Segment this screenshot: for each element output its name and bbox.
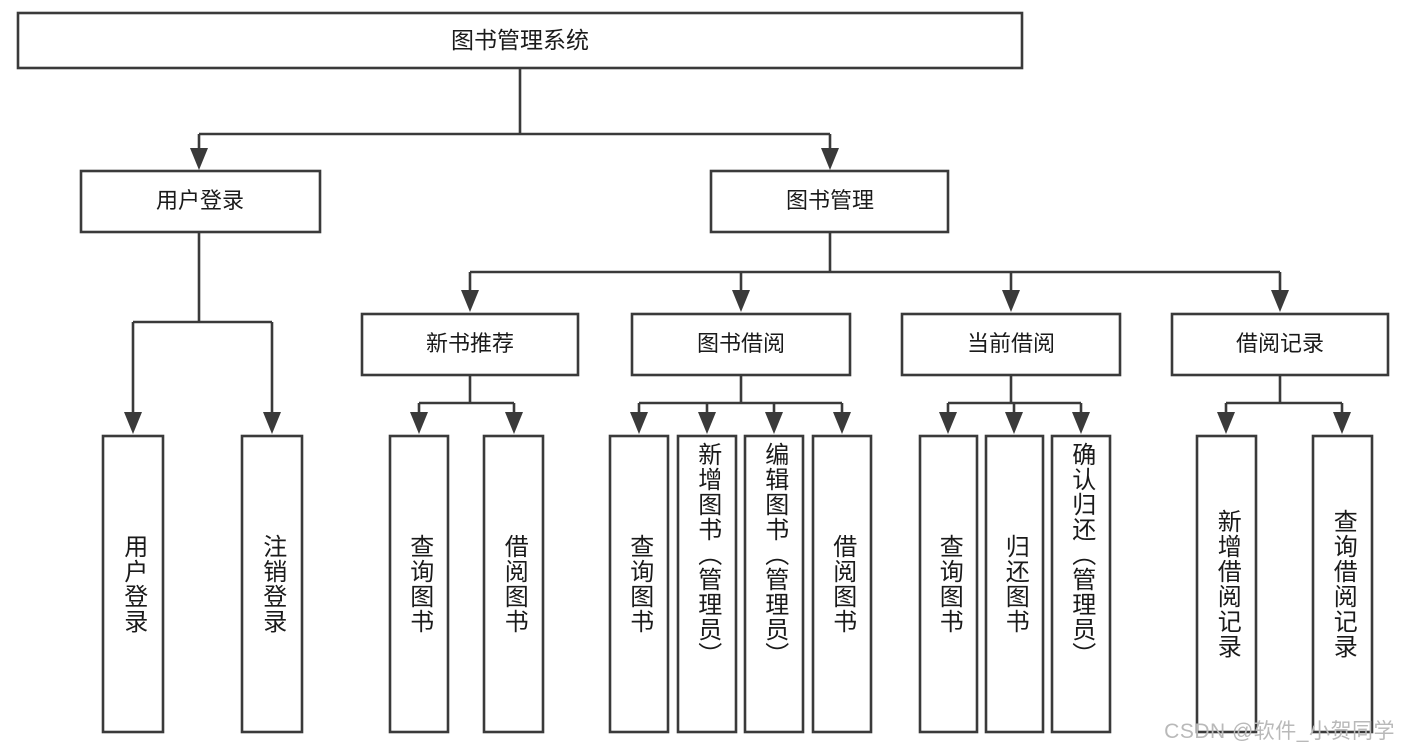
node-new-book-recommend-box[interactable] <box>360 312 580 377</box>
leaf-box-group <box>101 434 1374 734</box>
arrowhead-icon <box>461 290 479 312</box>
arrowhead-icon <box>190 148 208 170</box>
connector-group-new-book-recommend <box>410 375 523 434</box>
arrowhead-icon <box>1002 290 1020 312</box>
arrowhead-icon <box>1333 412 1351 434</box>
leaf-box-add-record[interactable] <box>1195 434 1258 734</box>
arrowhead-icon <box>939 412 957 434</box>
arrowhead-icon <box>698 412 716 434</box>
connector-group-book-management <box>461 232 1289 312</box>
connector-group-borrow-records <box>1217 375 1351 434</box>
arrowhead-icon <box>765 412 783 434</box>
node-new-book-recommend[interactable]: 新书推荐 <box>360 312 580 377</box>
node-current-borrow[interactable]: 当前借阅 <box>900 312 1122 377</box>
connector-group-root <box>190 68 839 170</box>
node-root[interactable]: 图书管理系统 <box>16 11 1024 70</box>
leaf-box-borrow-book-2[interactable] <box>811 434 873 734</box>
arrowhead-icon <box>410 412 428 434</box>
node-book-borrow-box[interactable] <box>630 312 852 377</box>
arrowhead-icon <box>1072 412 1090 434</box>
leaf-box-confirm-return[interactable] <box>1050 434 1112 734</box>
node-current-borrow-label: 当前借阅 <box>967 331 1055 356</box>
node-user-login-box[interactable] <box>79 169 322 234</box>
leaf-box-query-book-3[interactable] <box>918 434 979 734</box>
leaf-box-query-book-1[interactable] <box>388 434 450 734</box>
arrowhead-icon <box>732 290 750 312</box>
node-root-box[interactable] <box>16 11 1024 70</box>
node-book-borrow-label: 图书借阅 <box>697 331 785 356</box>
node-new-book-recommend-label: 新书推荐 <box>426 331 514 356</box>
arrowhead-icon <box>1005 412 1023 434</box>
arrowhead-icon <box>124 412 142 434</box>
watermark-text: CSDN @软件_小贺同学 <box>1164 720 1395 743</box>
arrowhead-icon <box>505 412 523 434</box>
arrowhead-icon <box>263 412 281 434</box>
leaf-box-borrow-book-1[interactable] <box>482 434 545 734</box>
node-book-borrow[interactable]: 图书借阅 <box>630 312 852 377</box>
leaf-box-edit-book[interactable] <box>743 434 805 734</box>
node-user-login[interactable]: 用户登录 <box>79 169 322 234</box>
connector-group-user-login <box>124 232 281 434</box>
connector-group-current-borrow <box>939 375 1090 434</box>
node-current-borrow-box[interactable] <box>900 312 1122 377</box>
leaf-box-add-book[interactable] <box>676 434 738 734</box>
node-borrow-records-box[interactable] <box>1170 312 1390 377</box>
arrowhead-icon <box>630 412 648 434</box>
arrowhead-icon <box>1271 290 1289 312</box>
node-borrow-records-label: 借阅记录 <box>1236 331 1324 356</box>
node-book-management-box[interactable] <box>709 169 950 234</box>
node-root-label: 图书管理系统 <box>451 27 589 53</box>
connector-group-book-borrow <box>630 375 851 434</box>
leaf-box-user-login[interactable] <box>101 434 165 734</box>
arrowhead-icon <box>821 148 839 170</box>
leaf-box-query-book-2[interactable] <box>608 434 670 734</box>
arrowhead-icon <box>1217 412 1235 434</box>
node-book-management[interactable]: 图书管理 <box>709 169 950 234</box>
node-user-login-label: 用户登录 <box>156 188 244 213</box>
leaf-box-user-logout[interactable] <box>240 434 304 734</box>
leaf-box-return-book[interactable] <box>984 434 1045 734</box>
node-book-management-label: 图书管理 <box>786 188 874 213</box>
arrowhead-icon <box>833 412 851 434</box>
leaf-box-query-record[interactable] <box>1311 434 1374 734</box>
node-borrow-records[interactable]: 借阅记录 <box>1170 312 1390 377</box>
